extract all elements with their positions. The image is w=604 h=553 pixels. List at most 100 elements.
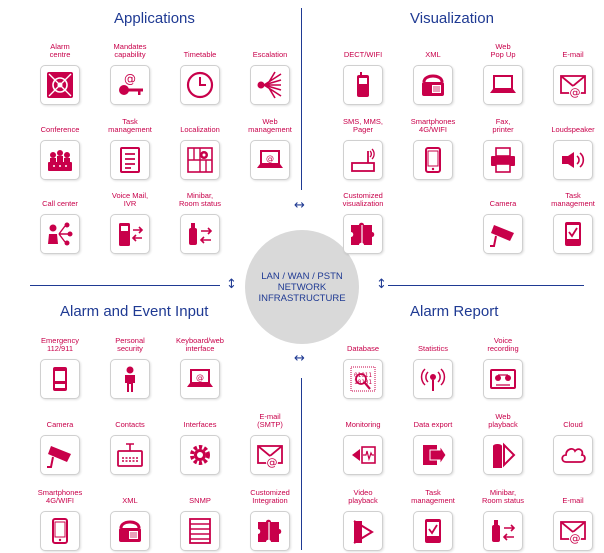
- feature-item: E-mail@: [538, 37, 604, 107]
- feature-label: Customized visualization: [342, 191, 384, 208]
- feature-item: Statistics: [398, 331, 468, 401]
- applications-title: Applications: [114, 10, 195, 27]
- minibar-icon: [180, 214, 220, 254]
- feature-item: Call center: [25, 186, 95, 256]
- voicemail-phone-icon: [110, 214, 150, 254]
- cloud-icon: [553, 435, 593, 475]
- feature-item: Task management: [95, 112, 165, 182]
- feature-label: Contacts: [115, 420, 145, 429]
- alarm-centre-icon: [40, 65, 80, 105]
- svg-text:01011: 01011: [354, 372, 372, 379]
- conference-icon: [40, 140, 80, 180]
- svg-text:10101: 10101: [354, 379, 372, 386]
- feature-label: Data export: [413, 420, 453, 429]
- feature-item: Web Pop Up: [468, 37, 538, 107]
- camera-icon: [483, 214, 523, 254]
- feature-label: E-mail: [562, 50, 584, 59]
- feature-item: Task management: [538, 186, 604, 256]
- divider-horizontal-right: [388, 285, 584, 286]
- escalation-icon: [250, 65, 290, 105]
- feature-item: Customized visualization: [328, 186, 398, 256]
- center-line-3: INFRASTRUCTURE: [258, 292, 346, 304]
- person-icon: [110, 359, 150, 399]
- feature-item: XML: [398, 37, 468, 107]
- statistics-icon: [413, 359, 453, 399]
- divider-vertical-top: [301, 8, 302, 190]
- gear-icon: [180, 435, 220, 475]
- video-playback-icon: [343, 511, 383, 551]
- feature-item: Fax, printer: [468, 112, 538, 182]
- feature-item: Emergency 112/911: [25, 331, 95, 401]
- feature-item: Mandates capability @: [95, 37, 165, 107]
- feature-item: Alarm centre: [25, 37, 95, 107]
- svg-text:@: @: [267, 456, 278, 469]
- feature-item: Smartphones 4G/WIFI: [398, 112, 468, 182]
- feature-item: Video playback: [328, 483, 398, 553]
- task-handheld-icon: [553, 214, 593, 254]
- loudspeaker-icon: [553, 140, 593, 180]
- feature-label: Minibar, Room status: [178, 191, 222, 208]
- feature-item: Loudspeaker: [538, 112, 604, 182]
- feature-item: Task management: [398, 483, 468, 553]
- feature-label: Camera: [46, 420, 74, 429]
- feature-label: Conference: [40, 125, 80, 134]
- feature-item: E-mail@: [538, 483, 604, 553]
- feature-item: Data export: [398, 407, 468, 477]
- feature-label: Fax, printer: [492, 117, 514, 134]
- feature-item: Conference: [25, 112, 95, 182]
- center-line-2: NETWORK: [277, 281, 327, 293]
- feature-label: Voice Mail, IVR: [111, 191, 149, 208]
- web-laptop-icon: @: [250, 140, 290, 180]
- visualization-title: Visualization: [410, 10, 494, 27]
- feature-label: Customized Integration: [250, 488, 290, 505]
- desk-phone-icon: [413, 65, 453, 105]
- center-line-1: LAN / WAN / PSTN: [261, 270, 343, 282]
- feature-item: Timetable: [165, 37, 235, 107]
- svg-text:@: @: [570, 532, 581, 545]
- network-infrastructure-circle: LAN / WAN / PSTN NETWORK INFRASTRUCTURE: [245, 230, 359, 344]
- feature-label: Smartphones 4G/WIFI: [37, 488, 83, 505]
- feature-item: Camera: [468, 186, 538, 256]
- feature-label: Monitoring: [345, 420, 381, 429]
- task-list-icon: [110, 140, 150, 180]
- feature-item: Minibar, Room status: [165, 186, 235, 256]
- arrow-horizontal-bottom: ↔: [294, 351, 305, 366]
- feature-label: Web playback: [488, 412, 518, 429]
- clock-icon: [180, 65, 220, 105]
- feature-item: Localization: [165, 112, 235, 182]
- localization-icon: [180, 140, 220, 180]
- feature-label: Statistics: [417, 344, 448, 353]
- web-playback-icon: [483, 435, 523, 475]
- tape-icon: [483, 359, 523, 399]
- feature-label: Emergency 112/911: [41, 336, 79, 353]
- feature-item: Web playback: [468, 407, 538, 477]
- desk-phone-icon: [110, 511, 150, 551]
- email-icon: @: [250, 435, 290, 475]
- feature-item: SNMP: [165, 483, 235, 553]
- feature-label: Task management: [108, 117, 152, 134]
- feature-label: Voice recording: [487, 336, 519, 353]
- feature-item: Personal security: [95, 331, 165, 401]
- feature-label: Web Pop Up: [490, 42, 516, 59]
- feature-label: Personal security: [115, 336, 145, 353]
- feature-label: Mandates capability: [113, 42, 147, 59]
- feature-item: DECT/WIFI: [328, 37, 398, 107]
- minibar-icon: [483, 511, 523, 551]
- feature-label: SNMP: [189, 496, 211, 505]
- feature-item: Voice Mail, IVR: [95, 186, 165, 256]
- feature-label: Task management: [551, 191, 595, 208]
- arrow-vertical-right: ↕: [376, 277, 387, 292]
- feature-item: Monitoring: [328, 407, 398, 477]
- svg-text:@: @: [196, 373, 204, 382]
- smartphone-icon: [413, 140, 453, 180]
- feature-item: E-mail (SMTP)@: [235, 407, 305, 477]
- feature-label: Camera: [489, 199, 517, 208]
- svg-text:@: @: [266, 154, 274, 163]
- laptop-at-icon: @: [180, 359, 220, 399]
- feature-item: Minibar, Room status: [468, 483, 538, 553]
- feature-label: XML: [425, 50, 441, 59]
- svg-text:@: @: [124, 72, 136, 86]
- feature-item: Customized Integration: [235, 483, 305, 553]
